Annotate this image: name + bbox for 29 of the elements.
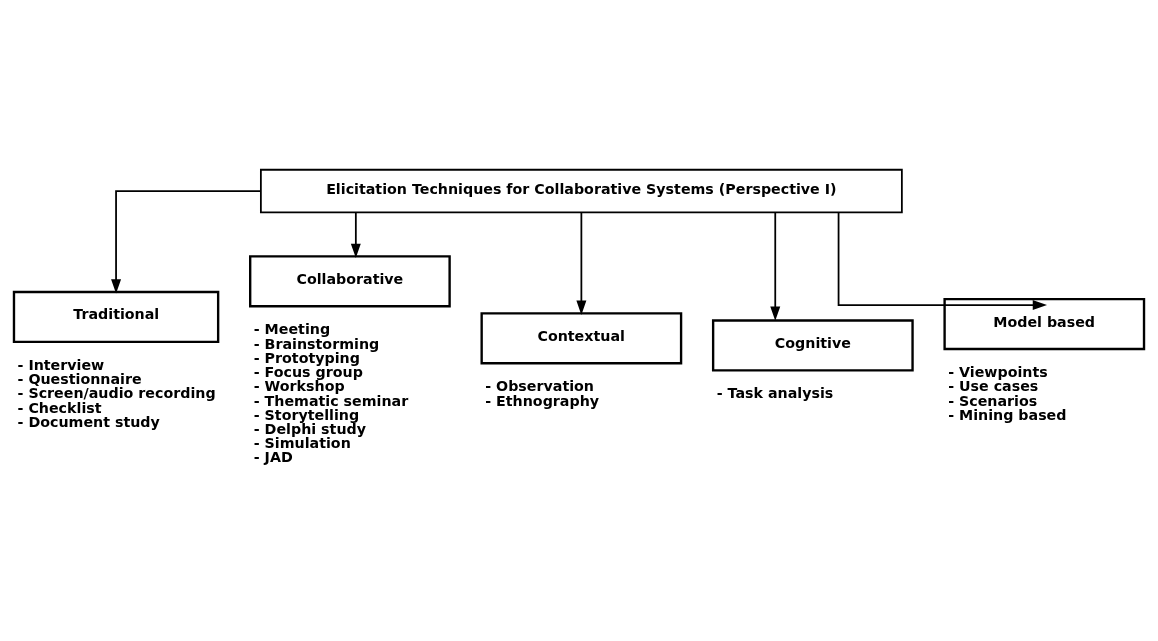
node-box: Elicitation Techniques for Collaborative Systems (Perspective I) bbox=[260, 168, 903, 214]
arrow bbox=[770, 211, 781, 321]
node-label: - Document study bbox=[17, 413, 160, 430]
node-label: - Ethnography bbox=[485, 392, 600, 409]
node-box: Collaborative bbox=[249, 255, 451, 308]
node-label: - Thematic seminar bbox=[253, 392, 409, 409]
node-label: - Viewpoints bbox=[948, 364, 1048, 380]
node-label: - Task analysis bbox=[716, 385, 834, 402]
node-label: - Prototyping bbox=[253, 349, 360, 366]
node-box: Cognitive bbox=[711, 319, 914, 372]
node-label: - Mining based bbox=[948, 406, 1067, 423]
node-label: - Simulation bbox=[253, 435, 351, 452]
node-label: - Storytelling bbox=[253, 406, 360, 423]
node-label: - JAD bbox=[253, 449, 293, 466]
node-label: - Meeting bbox=[253, 321, 331, 338]
node-box: Contextual bbox=[480, 312, 683, 365]
arrow bbox=[576, 211, 587, 315]
node-label: - Interview bbox=[17, 356, 105, 373]
node-label: - Screen/audio recording bbox=[17, 385, 216, 402]
node-label: - Observation bbox=[485, 378, 595, 395]
arrow bbox=[837, 211, 1047, 311]
node-label: - Workshop bbox=[253, 378, 345, 395]
node-box: Traditional bbox=[12, 290, 220, 344]
node-label: - Checklist bbox=[17, 399, 102, 416]
node-label: - Questionnaire bbox=[17, 371, 142, 388]
node-label: - Scenarios bbox=[948, 392, 1038, 409]
arrow bbox=[350, 211, 361, 258]
arrow bbox=[111, 190, 262, 294]
node-label: - Brainstorming bbox=[253, 335, 380, 352]
